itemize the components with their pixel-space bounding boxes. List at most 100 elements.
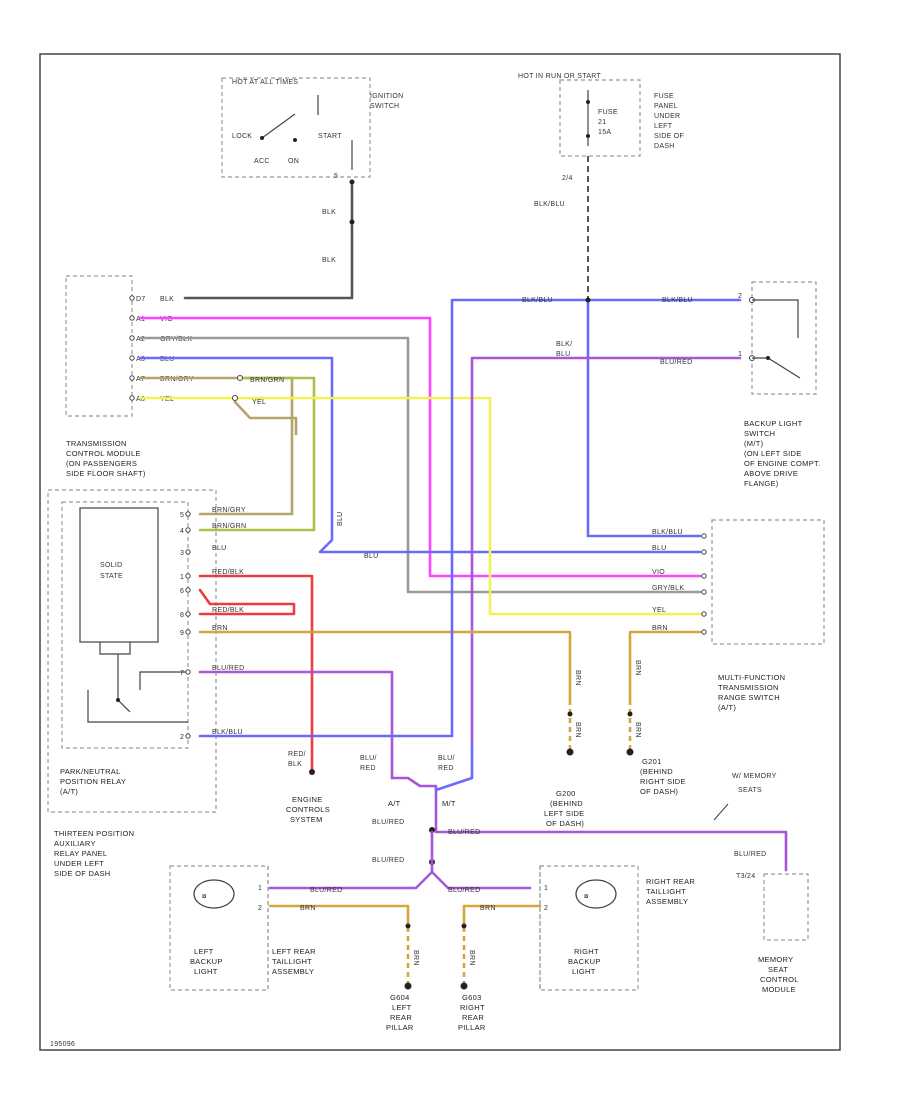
wire-redblk-label-1: RED/ xyxy=(288,751,306,758)
left-backup-bulb-icon xyxy=(193,879,235,909)
mf-name-3: RANGE SWITCH xyxy=(718,693,780,702)
ignition-pin-label: 5 xyxy=(334,173,338,180)
tcm-wire-label: VIO xyxy=(160,316,173,323)
relay-pin-label: 6 xyxy=(180,588,184,595)
tcm-pin-label: A3 xyxy=(136,356,145,363)
g604-wire-label: BRN xyxy=(412,950,419,966)
tcm-wire-label: BRN/GRY xyxy=(160,376,194,383)
relay-pin-label: 4 xyxy=(180,528,184,535)
right-tail-name-1: RIGHT REAR xyxy=(646,877,695,886)
g200-name-3: LEFT SIDE xyxy=(544,809,585,818)
right-tail-name-3: ASSEMBLY xyxy=(646,897,688,906)
pnp-name-1: PARK/NEUTRAL xyxy=(60,767,121,776)
tcm-wire-label: YEL xyxy=(160,396,174,403)
ecs-name-1: ENGINE xyxy=(292,795,323,804)
bls-name-6: ABOVE DRIVE xyxy=(744,469,798,478)
solid-state-label-2: STATE xyxy=(100,573,123,580)
tcm-pin-label: A8 xyxy=(136,396,145,403)
tcm-pin-A8 xyxy=(129,395,135,401)
fuse-panel-name-2: PANEL xyxy=(654,103,678,110)
tcm-name-3: (ON PASSENGERS xyxy=(66,459,137,468)
ground-g604 xyxy=(404,982,412,990)
relay-pin-4 xyxy=(185,527,191,533)
fuse-label-2: 21 xyxy=(598,119,606,126)
relay-pin-2 xyxy=(185,733,191,739)
wire-yel xyxy=(138,396,702,616)
fuse-panel-name-6: DASH xyxy=(654,143,675,150)
relay-wire-label: BLU/RED xyxy=(212,665,244,672)
wire-vio xyxy=(138,316,702,578)
relay-pin-7 xyxy=(185,669,191,675)
left-blured-label: BLU/RED xyxy=(310,887,342,894)
mf-name-2: TRANSMISSION xyxy=(718,683,779,692)
tcm-pin-label: A7 xyxy=(136,376,145,383)
right-backup-bulb-icon xyxy=(575,879,617,909)
g603-name-1: G603 xyxy=(462,993,482,1002)
bls-name-5: OF ENGINE COMPT. xyxy=(744,459,820,468)
wire-brn-gry xyxy=(138,376,294,516)
g201-name-3: RIGHT SIDE xyxy=(640,777,686,786)
wire-redblk-loop xyxy=(198,588,296,616)
relay-pin-label: 5 xyxy=(180,512,184,519)
bls-name-3: (M/T) xyxy=(744,439,764,448)
mf-wire-label: GRY/BLK xyxy=(652,585,684,592)
relay-pin-label: 8 xyxy=(180,612,184,619)
backup-light-switch: 2 1 BACKUP LIGHT SWITCH (M/T) (ON LEFT S… xyxy=(738,281,820,488)
thirteen-name-3: RELAY PANEL xyxy=(54,849,107,858)
fuse-panel: HOT IN RUN OR START FUSE 21 15A FUSE PAN… xyxy=(518,73,684,157)
ignition-lock-label: LOCK xyxy=(232,133,252,140)
tcm-pin-A3 xyxy=(129,355,135,361)
wire-blu xyxy=(138,356,702,554)
wire-blkblu-bls xyxy=(450,298,742,534)
left-tail-name-1: LEFT REAR xyxy=(272,947,316,956)
g603-name-4: PILLAR xyxy=(458,1023,486,1032)
tcm-name-4: SIDE FLOOR SHAFT) xyxy=(66,469,146,478)
wire-blu-horizontal-label: BLU xyxy=(364,553,379,560)
left-tail-name-3: ASSEMBLY xyxy=(272,967,314,976)
bls-name-7: FLANGE) xyxy=(744,479,779,488)
tcm-name-1: TRANSMISSION xyxy=(66,439,127,448)
memory-label-2: SEATS xyxy=(738,787,762,794)
g603-name-2: RIGHT xyxy=(460,1003,485,1012)
ignition-contact-arm xyxy=(261,113,296,139)
wire-blured-relay xyxy=(198,670,394,780)
wire-blk-ignition xyxy=(183,180,354,300)
fuse-panel-name-5: SIDE OF xyxy=(654,133,684,140)
g604-name-3: REAR xyxy=(390,1013,412,1022)
fuse-panel-name-1: FUSE xyxy=(654,93,674,100)
relay-pin-label: 3 xyxy=(180,550,184,557)
diagram-frame xyxy=(39,53,841,1051)
relay-wire-label: BLK/BLU xyxy=(212,729,243,736)
relay-pin-label: 1 xyxy=(180,574,184,581)
ignition-hot-label: HOT AT ALL TIMES xyxy=(232,79,298,86)
fuse-hot-label: HOT IN RUN OR START xyxy=(518,73,602,80)
fuse-panel-name-4: LEFT xyxy=(654,123,673,130)
bls-pin-1: 1 xyxy=(738,351,742,358)
bls-name-2: SWITCH xyxy=(744,429,775,438)
ground-g603 xyxy=(460,982,468,990)
memory-label-1: W/ MEMORY xyxy=(732,773,777,780)
wire-brn-right-tail xyxy=(462,904,542,932)
svg-text:⧇: ⧇ xyxy=(202,893,207,900)
right-backup-name-1: RIGHT xyxy=(574,947,599,956)
relay-pin-3 xyxy=(185,549,191,555)
svg-text:⧇: ⧇ xyxy=(584,893,589,900)
thirteen-name-4: UNDER LEFT xyxy=(54,859,104,868)
at-label: A/T xyxy=(388,799,401,808)
g200-name-2: (BEHIND xyxy=(550,799,583,808)
wire-redblk-ecs xyxy=(198,574,314,774)
wire-gry-blk xyxy=(138,336,702,594)
relay-wire-label: RED/BLK xyxy=(212,569,244,576)
relay-pin-9 xyxy=(185,629,191,635)
wire-blk-label-2: BLK xyxy=(322,257,336,264)
ecs-name-2: CONTROLS xyxy=(286,805,330,814)
pnp-name-2: POSITION RELAY xyxy=(60,777,126,786)
memory-name-2: SEAT xyxy=(768,965,788,974)
tcm-pin-label: A2 xyxy=(136,336,145,343)
g200-wire-label: BRN xyxy=(574,670,581,686)
g604-name-1: G604 xyxy=(390,993,410,1002)
mf-wire-label: BLK/BLU xyxy=(652,529,683,536)
wire-brn-g200 xyxy=(198,630,572,702)
